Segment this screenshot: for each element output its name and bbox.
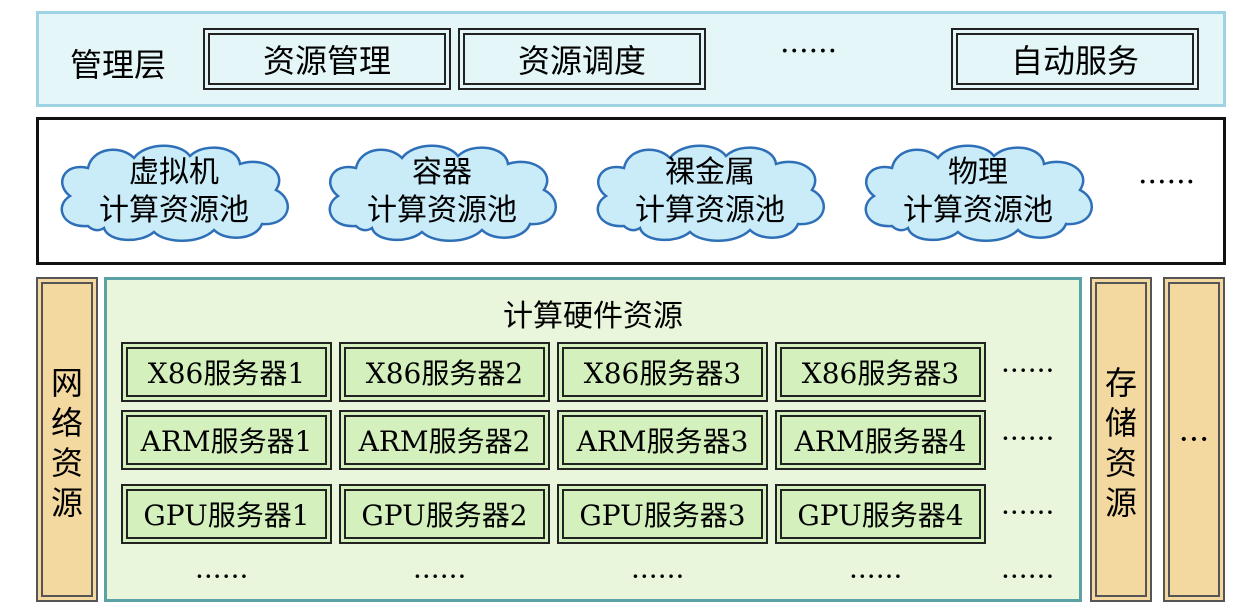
- cloud-vm-line1: 虚拟机: [129, 155, 219, 190]
- cloud-baremetal-pool: 裸金属 计算资源池: [584, 140, 836, 244]
- cloud-vm-line2: 计算资源池: [99, 193, 249, 228]
- server-gpu-4: GPU服务器4: [775, 484, 986, 544]
- col-4-more: ······: [849, 560, 903, 593]
- row-x86-more: ······: [1001, 354, 1055, 387]
- storage-char-3: 资: [1104, 444, 1137, 482]
- network-char-1: 网: [50, 364, 83, 402]
- cloud-shape-icon: [596, 144, 825, 242]
- server-gpu-3: GPU服务器3: [557, 484, 768, 544]
- storage-char-1: 存: [1104, 364, 1137, 402]
- cloud-container-line1: 容器: [412, 155, 472, 190]
- network-resources-column: 网 络 资 源: [36, 277, 98, 602]
- col-2-more: ······: [413, 560, 467, 593]
- cloud-baremetal-line2: 计算资源池: [635, 193, 785, 228]
- col-5-more: ······: [1001, 560, 1055, 593]
- cloud-shape-icon: [864, 144, 1093, 242]
- server-x86-2: X86服务器2: [339, 342, 550, 402]
- cloud-vm-pool: 虚拟机 计算资源池: [48, 140, 300, 244]
- server-arm-4: ARM服务器4: [775, 410, 986, 470]
- network-char-4: 源: [50, 484, 83, 522]
- management-more-ellipsis: ······: [780, 34, 838, 69]
- cloud-physical-pool: 物理 计算资源池: [852, 140, 1104, 244]
- col-1-more: ······: [195, 560, 249, 593]
- server-arm-3: ARM服务器3: [557, 410, 768, 470]
- pools-more-ellipsis: ······: [1138, 165, 1196, 200]
- network-char-2: 络: [50, 404, 83, 442]
- management-layer-title: 管理层: [70, 46, 167, 84]
- row-gpu-more: ······: [1001, 496, 1055, 529]
- server-gpu-2: GPU服务器2: [339, 484, 550, 544]
- row-arm-more: ······: [1001, 422, 1055, 455]
- cloud-physical-line2: 计算资源池: [903, 193, 1053, 228]
- col-3-more: ······: [631, 560, 685, 593]
- server-x86-4: X86服务器3: [775, 342, 986, 402]
- cloud-physical-line1: 物理: [948, 155, 1008, 190]
- storage-char-2: 储: [1104, 404, 1137, 442]
- cloud-container-pool: 容器 计算资源池: [316, 140, 568, 244]
- other-resources-column: ···: [1163, 277, 1225, 602]
- automation-service-box: 自动服务: [951, 28, 1199, 90]
- server-x86-3: X86服务器3: [557, 342, 768, 402]
- network-char-3: 资: [50, 444, 83, 482]
- cloud-baremetal-line1: 裸金属: [665, 155, 755, 190]
- server-arm-2: ARM服务器2: [339, 410, 550, 470]
- compute-hardware-title: 计算硬件资源: [503, 299, 683, 334]
- cloud-shape-icon: [60, 144, 289, 242]
- server-x86-1: X86服务器1: [121, 342, 332, 402]
- other-resources-ellipsis: ···: [1178, 420, 1210, 458]
- storage-resources-column: 存 储 资 源: [1090, 277, 1152, 602]
- server-gpu-1: GPU服务器1: [121, 484, 332, 544]
- storage-char-4: 源: [1104, 484, 1137, 522]
- server-arm-1: ARM服务器1: [121, 410, 332, 470]
- resource-management-box: 资源管理: [203, 28, 451, 90]
- cloud-container-line2: 计算资源池: [367, 193, 517, 228]
- cloud-shape-icon: [328, 144, 557, 242]
- resource-scheduling-box: 资源调度: [458, 28, 706, 90]
